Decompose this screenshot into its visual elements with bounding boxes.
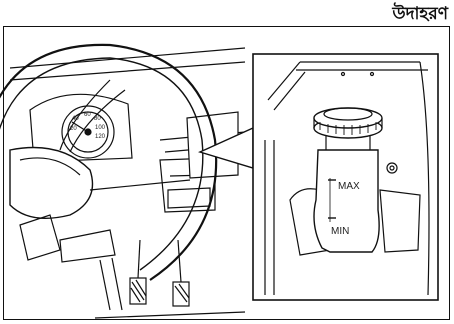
tick-40: 40 xyxy=(72,116,79,122)
tick-60: 60 xyxy=(84,112,91,118)
dashboard-scene xyxy=(0,45,253,318)
max-label: MAX xyxy=(338,181,360,192)
tick-80: 80 xyxy=(94,116,101,122)
tick-20: 20 xyxy=(70,126,77,132)
tick-100: 100 xyxy=(95,125,106,131)
min-label: MIN xyxy=(331,226,349,237)
tick-120: 120 xyxy=(95,134,106,140)
reservoir-detail-inset xyxy=(253,54,438,300)
